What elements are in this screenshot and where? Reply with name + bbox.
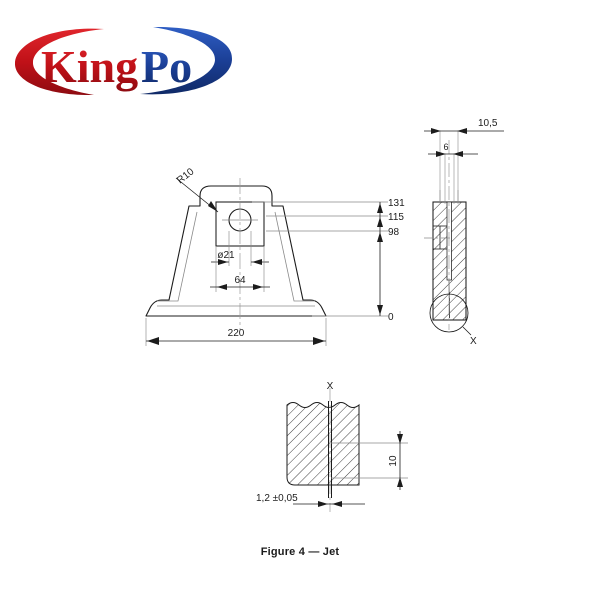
dim-10-arrow-bottom bbox=[397, 477, 403, 487]
logo-blue-swoosh bbox=[140, 26, 233, 95]
ordinate-label-115: 115 bbox=[388, 212, 404, 223]
ordinate-arrow-0 bbox=[377, 305, 383, 315]
front-view: R10 131 115 98 0 bbox=[145, 166, 405, 346]
r10-label: R10 bbox=[175, 166, 197, 186]
dim-105-arrow-right bbox=[457, 128, 467, 134]
dim-220-label: 220 bbox=[228, 328, 245, 339]
d21-arrow-right bbox=[252, 259, 262, 265]
d21-label: ø21 bbox=[217, 250, 235, 261]
r10-arrow-head bbox=[208, 201, 218, 212]
dim-10-label: 10 bbox=[388, 455, 399, 467]
figure-caption: Figure 4 — Jet bbox=[260, 546, 340, 558]
dim-64-arrow-left bbox=[217, 284, 227, 290]
dim-10-arrow-top bbox=[397, 434, 403, 444]
dim-6-label: 6 bbox=[443, 142, 448, 152]
dim-6-arrow-right bbox=[453, 151, 463, 157]
logo-text-king: King bbox=[41, 41, 138, 92]
ordinate-label-131: 131 bbox=[388, 198, 405, 209]
dim-12-label: 1,2 ±0,05 bbox=[256, 493, 298, 504]
dim-64-label: 64 bbox=[234, 275, 246, 286]
ordinate-arrow-115 bbox=[377, 217, 383, 227]
detail-marker-x-side: X bbox=[470, 336, 477, 347]
ordinate-arrow-131 bbox=[377, 203, 383, 213]
detail-marker-x-label: X bbox=[327, 381, 334, 392]
dim-12-arrow-right bbox=[332, 501, 342, 507]
ordinate-label-0: 0 bbox=[388, 312, 394, 323]
dim-220-arrow-right bbox=[313, 337, 325, 345]
dim-64-arrow-right bbox=[253, 284, 263, 290]
dim-220-arrow-left bbox=[147, 337, 159, 345]
logo-red-swoosh bbox=[14, 28, 105, 96]
d21-arrow-left bbox=[218, 259, 228, 265]
dim-105-arrow-left bbox=[431, 128, 441, 134]
front-view-inner-edge-left bbox=[157, 211, 198, 302]
detail-circle-x-leader bbox=[462, 326, 472, 336]
side-view: X 10,5 6 bbox=[424, 118, 504, 347]
dim-105-label: 10,5 bbox=[478, 118, 498, 129]
detail-view-x: X 10 1,2 ±0,05 bbox=[256, 381, 408, 512]
logo-text-po: Po bbox=[141, 41, 192, 92]
detail-view-hatch-fill bbox=[287, 402, 359, 485]
ordinate-arrow-98 bbox=[377, 232, 383, 242]
dim-6-arrow-left bbox=[436, 151, 446, 157]
kingpo-logo: King Po bbox=[8, 22, 238, 100]
front-view-outline bbox=[145, 185, 327, 317]
dim-12-arrow-left bbox=[318, 501, 328, 507]
ordinate-label-98: 98 bbox=[388, 227, 400, 238]
front-view-inner-edge-right bbox=[274, 211, 315, 302]
detail-circle-x bbox=[429, 293, 469, 333]
